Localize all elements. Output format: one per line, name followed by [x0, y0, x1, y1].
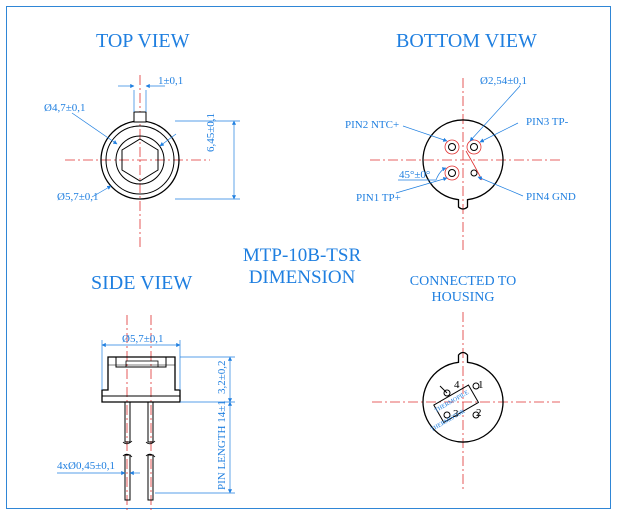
angle-dim: 45°±0° [399, 169, 431, 181]
housing-pin-4: 4 [454, 379, 460, 391]
pin1-pad [444, 165, 460, 181]
top-outer-dia-dim: Ø5,7±0,1 [57, 191, 99, 203]
top-view-heading: TOP VIEW [96, 30, 190, 52]
connected-heading-line1: CONNECTED TO [409, 274, 517, 289]
connected-heading: CONNECTED TO HOUSING [398, 274, 528, 306]
side-body-height-dim: 3,2±0,2 [216, 360, 228, 394]
pin4-hole [470, 169, 478, 177]
housing-view-drawing [372, 312, 560, 490]
side-view-drawing [57, 315, 235, 510]
bottom-view-heading: BOTTOM VIEW [396, 30, 537, 52]
title-line2: DIMENSION [248, 267, 356, 288]
side-pin-length-dim: PIN LENGTH 14±1 [216, 400, 228, 490]
housing-header-outline [422, 351, 504, 443]
pin1-label: PIN1 TP+ [356, 192, 401, 204]
side-view-heading: SIDE VIEW [91, 272, 193, 294]
bottom-view-drawing [370, 78, 560, 250]
top-height-dim: 6,45±0,1 [205, 112, 217, 152]
title-line1: MTP-10B-TSR [242, 245, 362, 266]
side-cap-body [101, 356, 181, 403]
top-inner-dia-dim: Ø4,7±0,1 [44, 102, 86, 114]
top-hex-window [121, 138, 159, 182]
drawing-frame [6, 6, 611, 509]
housing-pin-3: 3 [453, 408, 459, 420]
pin1-hole [448, 169, 456, 177]
pin2-pad [444, 139, 460, 155]
top-tab-dim: 1±0,1 [158, 75, 184, 87]
housing-pin-2: 2 [476, 407, 482, 419]
pin3-hole [470, 143, 478, 151]
pin2-label: PIN2 NTC+ [345, 119, 400, 131]
top-cap-circle [105, 125, 175, 195]
side-pin-dia-dim: 4xØ0,45±0,1 [57, 460, 115, 472]
bottom-header-outline [422, 119, 504, 210]
drawing-title: MTP-10B-TSR DIMENSION [232, 245, 372, 289]
top-view-drawing [65, 75, 240, 250]
bottom-pitch-dim: Ø2,54±0,1 [480, 75, 527, 87]
pin4-label: PIN4 GND [526, 191, 576, 203]
side-body-dia-dim: Ø5,7±0,1 [122, 333, 164, 345]
pin3-label: PIN3 TP- [526, 116, 569, 128]
connected-heading-line2: HOUSING [431, 290, 495, 305]
pin2-hole [448, 143, 456, 151]
top-window-circle [115, 135, 165, 185]
top-tab [133, 111, 147, 123]
housing-pin-1: 1 [478, 379, 484, 391]
pin3-pad [466, 139, 482, 155]
